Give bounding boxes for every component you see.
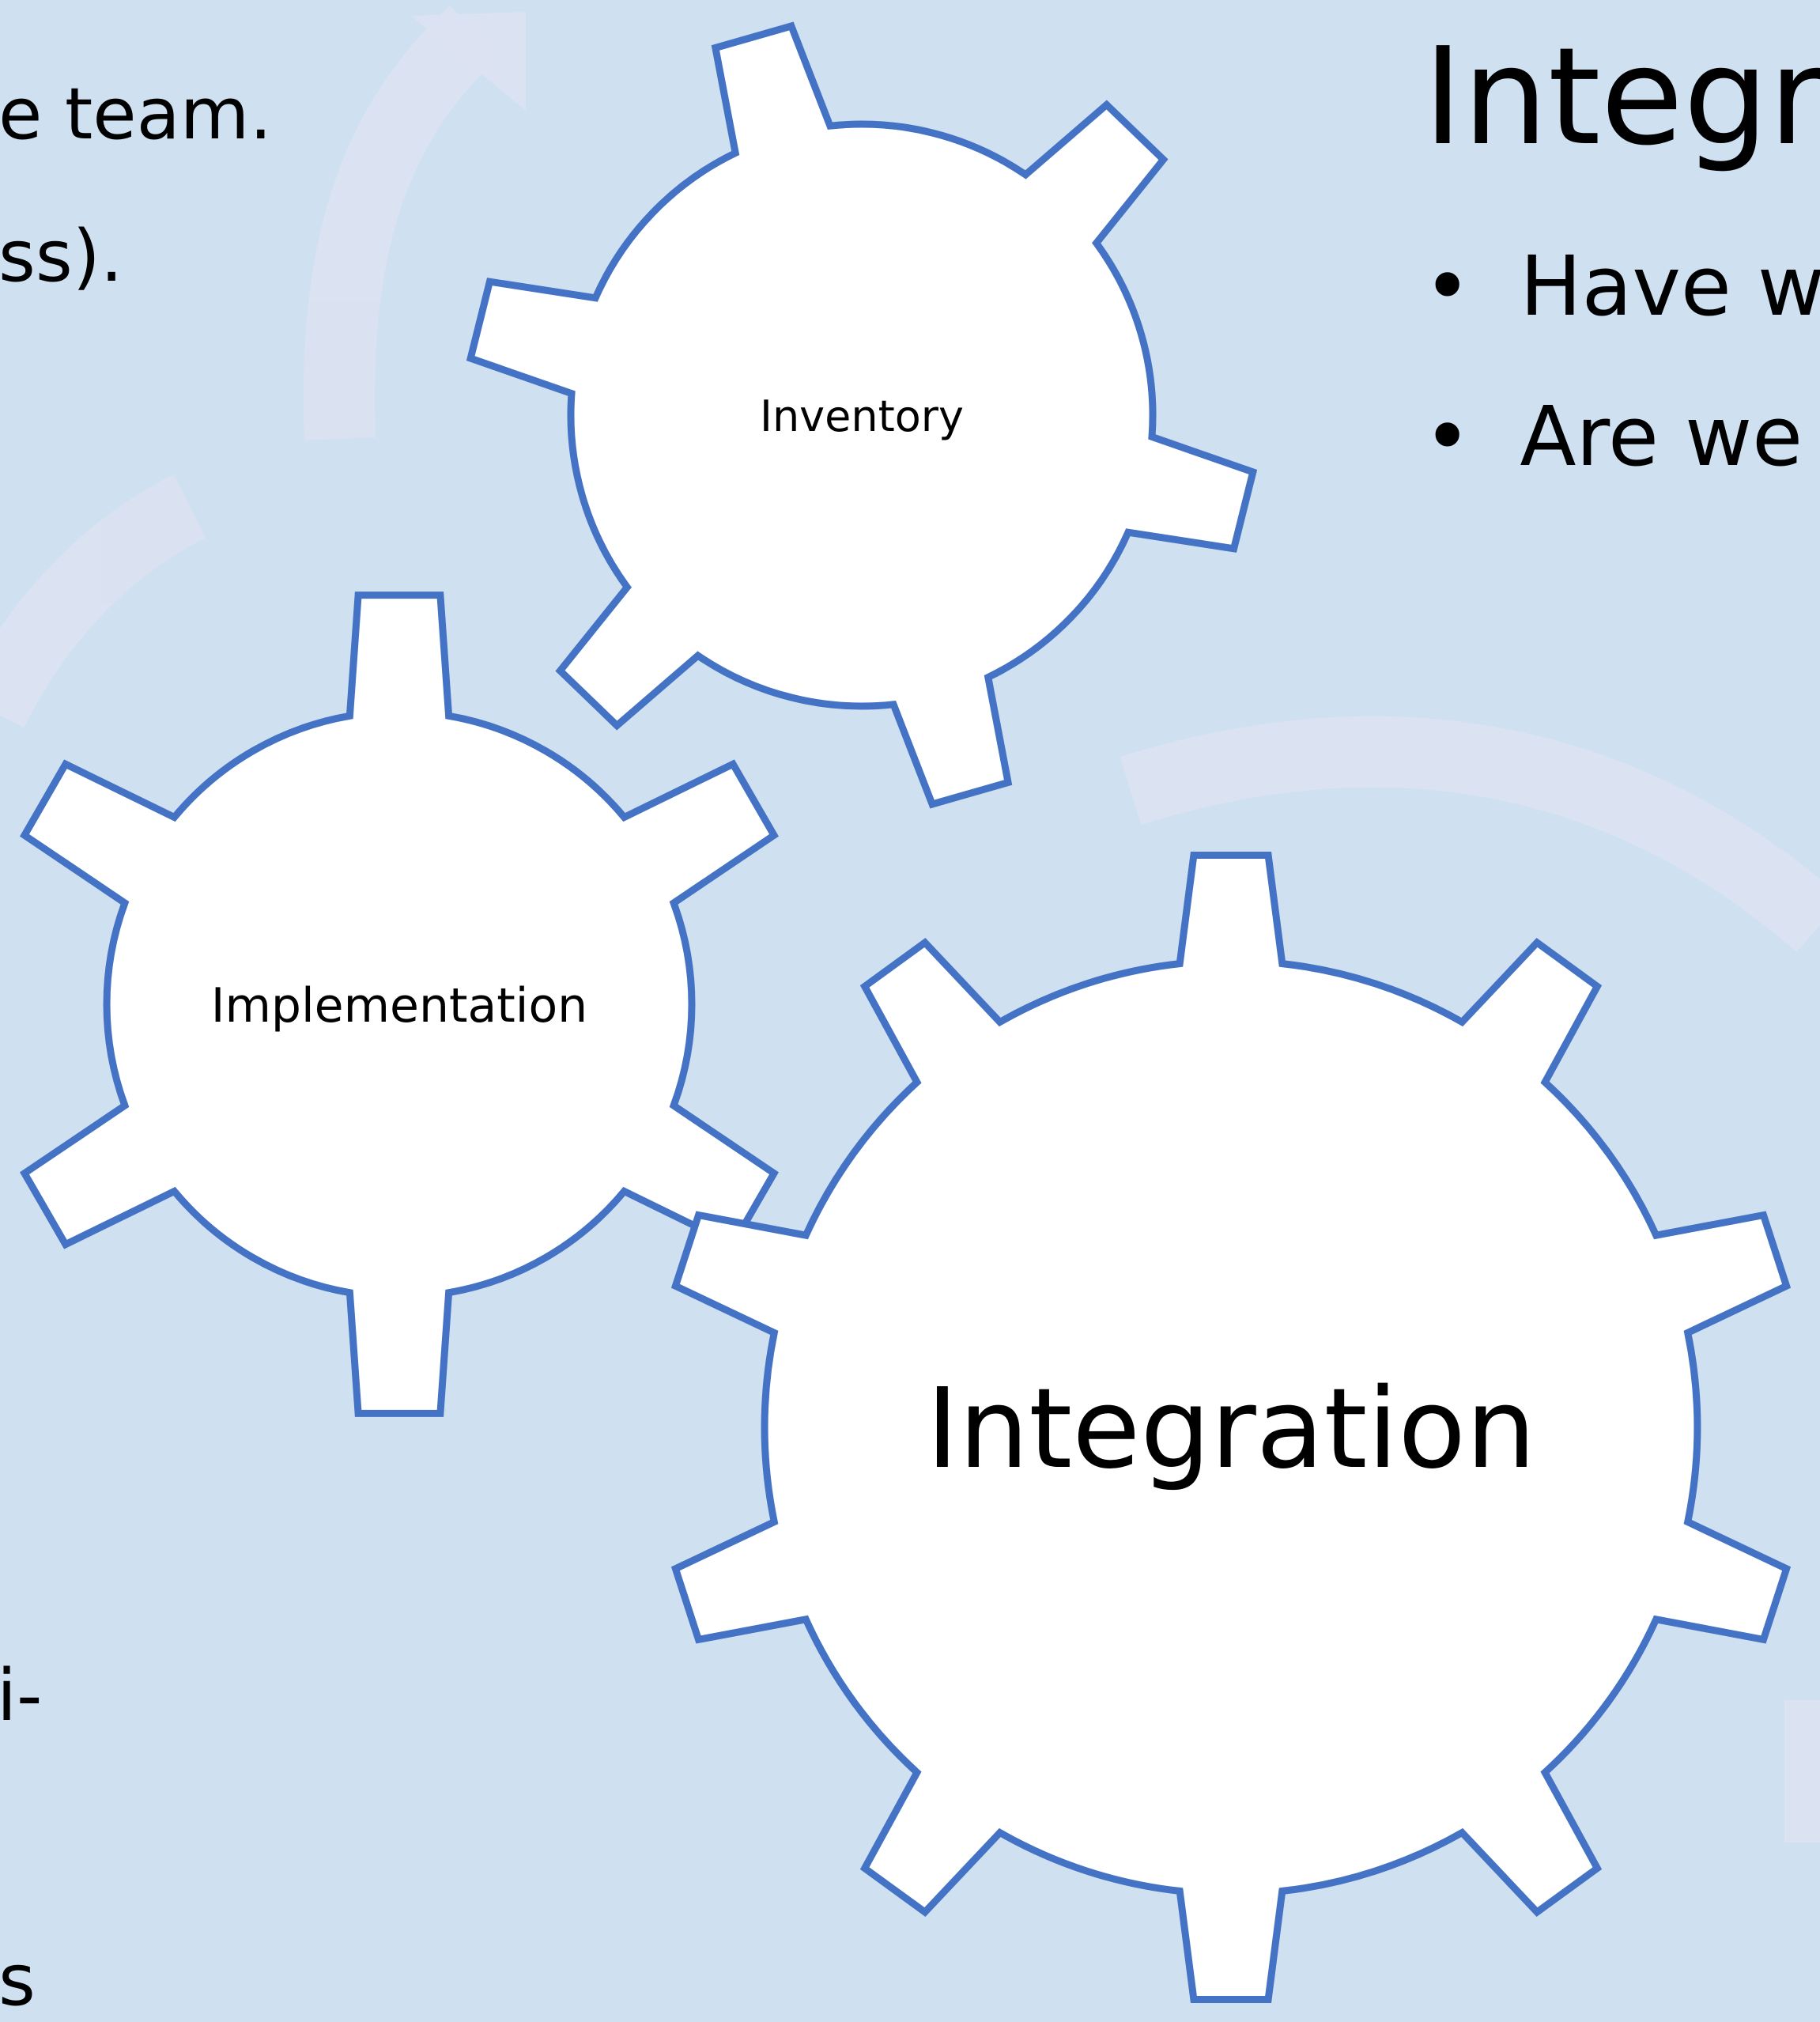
implementation-gear-label: Implementation [211, 978, 587, 1034]
left-text-fragment-3: i- [0, 1654, 43, 1737]
background-arc-decor [0, 5, 1820, 1842]
inventory-gear-shape [466, 21, 1258, 809]
arc-left [0, 474, 206, 728]
arc-upper-left [303, 5, 499, 440]
bullet-item-1-text: Have we [1520, 238, 1820, 334]
bullet-dot-icon: • [1423, 388, 1472, 485]
bullet-dot-icon: • [1423, 238, 1472, 334]
arc-right [1120, 716, 1820, 952]
left-text-fragment-1: e team. [0, 73, 273, 156]
integration-gear-label: Integration [926, 1365, 1535, 1494]
bullet-item-2: • Are we u [1423, 395, 1820, 478]
bullet-item-1: • Have we [1423, 245, 1820, 327]
bullet-item-2-text: Are we u [1520, 388, 1820, 485]
slide-title: Integra [1423, 19, 1820, 176]
integration-gear: Integration [670, 852, 1792, 2003]
inventory-gear-label: Inventory [760, 391, 964, 441]
arc-arrowhead-icon [411, 12, 526, 111]
inventory-gear: Inventory [466, 21, 1258, 809]
integration-gear-shape [670, 852, 1792, 2003]
implementation-gear-shape [20, 591, 779, 1417]
left-text-fragment-4: s [0, 1939, 36, 2022]
implementation-gear: Implementation [20, 591, 779, 1417]
left-text-fragment-2: ss). [0, 215, 123, 298]
